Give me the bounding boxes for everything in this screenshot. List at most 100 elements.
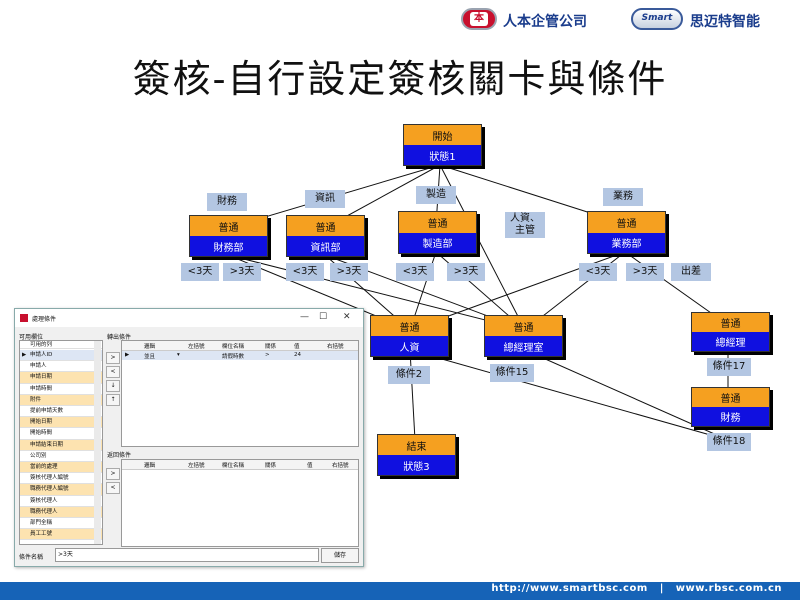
field-list-item[interactable]: 申請日期 — [20, 372, 102, 384]
node-hr[interactable]: 普通 人資 — [370, 315, 449, 357]
row-field-name[interactable]: 請假時數 — [222, 354, 245, 360]
row-relation[interactable]: > — [265, 352, 270, 358]
node-gm-office[interactable]: 普通 總經理室 — [484, 315, 563, 357]
field-list-item[interactable]: ▶申請人ID — [20, 350, 102, 362]
edge-label-condition-17[interactable]: 條件17 — [707, 358, 751, 376]
footer-urls[interactable]: http://www.smartbsc.com | www.rbsc.com.c… — [491, 583, 782, 594]
move-down-button[interactable]: ↓ — [106, 380, 120, 392]
col-logic: 邏輯 — [144, 344, 156, 350]
node-finance-top: 普通 — [190, 216, 267, 236]
edge-label-it[interactable]: 資訊 — [305, 190, 345, 208]
edge-label-finance-lt3[interactable]: <3天 — [181, 263, 219, 281]
edge-label-condition-18[interactable]: 條件18 — [707, 433, 751, 451]
node-it-top: 普通 — [287, 216, 364, 236]
node-gm-office-bottom: 總經理室 — [485, 336, 562, 356]
field-list-item[interactable]: 員工工號 — [20, 529, 102, 541]
move-up-button[interactable]: ↑ — [106, 394, 120, 406]
save-button[interactable]: 儲存 — [321, 548, 359, 563]
node-start-top: 開始 — [404, 125, 481, 145]
row-value[interactable]: 24 — [294, 352, 301, 358]
field-list-item[interactable]: 附件 — [20, 394, 102, 406]
condition-name-label: 條件名稱 — [19, 554, 44, 561]
field-list-item[interactable]: 開始時間 — [20, 428, 102, 440]
edge-label-finance-gt3[interactable]: >3天 — [223, 263, 261, 281]
row-pointer-icon: ▶ — [125, 352, 130, 358]
field-list-item[interactable]: 職務代理人 — [20, 506, 102, 518]
return-col-logic: 邏輯 — [144, 463, 156, 469]
node-start[interactable]: 開始 狀態1 — [403, 124, 482, 166]
footer-bar: http://www.smartbsc.com | www.rbsc.com.c… — [0, 582, 800, 600]
move-right-button[interactable]: > — [106, 352, 120, 364]
col-left-paren: 左括號 — [188, 344, 205, 350]
col-right-paren: 右括號 — [327, 344, 344, 350]
node-finance-final[interactable]: 普通 財務 — [691, 387, 770, 427]
row-logic-select[interactable]: 並且 — [144, 354, 156, 360]
field-list-item[interactable]: 提前申請天數 — [20, 406, 102, 418]
return-move-right-button[interactable]: > — [106, 468, 120, 480]
output-grid-header: 邏輯 左括號 欄位名稱 關係 值 右括號 — [122, 341, 358, 351]
return-move-left-button[interactable]: < — [106, 482, 120, 494]
row-logic-dropdown-icon[interactable]: ▾ — [177, 352, 180, 358]
edge-label-business-trip[interactable]: 出差 — [671, 263, 711, 281]
field-list-item[interactable]: 申請結束日期 — [20, 439, 102, 451]
edge-label-finance[interactable]: 財務 — [207, 193, 247, 211]
selected-row-pointer-icon: ▶ — [22, 352, 27, 358]
window-titlebar[interactable]: 處理條件 — ☐ ✕ — [15, 309, 363, 327]
field-list-item[interactable]: 部門全稱 — [20, 518, 102, 530]
edge-label-condition-2[interactable]: 條件2 — [388, 366, 430, 384]
return-conditions-grid[interactable]: 邏輯 左括號 欄位名稱 關係 值 右括號 — [121, 459, 359, 547]
field-list-item[interactable]: 當前的處理 — [20, 462, 102, 474]
node-finance-dept[interactable]: 普通 財務部 — [189, 215, 268, 257]
edge-label-hr-manager[interactable]: 人資、 主管 — [505, 212, 545, 238]
node-sales-dept[interactable]: 普通 業務部 — [587, 211, 666, 254]
edge-label-mfg[interactable]: 製造 — [416, 186, 456, 204]
condition-name-input[interactable]: >3天 — [55, 548, 319, 562]
field-list-item[interactable]: 申請人 — [20, 361, 102, 373]
return-col-right-paren: 右括號 — [332, 463, 349, 469]
node-gm[interactable]: 普通 總經理 — [691, 312, 770, 352]
field-list-item[interactable]: 簽核代理人 — [20, 496, 102, 507]
field-list-item[interactable]: 申請時間 — [20, 384, 102, 395]
edge-label-sales[interactable]: 業務 — [603, 188, 643, 206]
output-row[interactable]: ▶ 並且 ▾ 請假時數 > 24 — [122, 351, 358, 360]
return-grid-header: 邏輯 左括號 欄位名稱 關係 值 右括號 — [122, 460, 358, 470]
col-value: 值 — [294, 344, 300, 350]
move-left-button[interactable]: < — [106, 366, 120, 378]
node-finance2-top: 普通 — [692, 388, 769, 407]
field-list-item[interactable]: 簽核代理人編號 — [20, 473, 102, 485]
node-end-bottom: 狀態3 — [378, 455, 455, 475]
node-sales-bottom: 業務部 — [588, 232, 665, 253]
edge-label-hr-manager-text: 人資、 主管 — [510, 213, 540, 236]
edge-label-it-lt3[interactable]: <3天 — [286, 263, 324, 281]
window-title: 處理條件 — [32, 316, 57, 323]
col-field-name: 欄位名稱 — [222, 344, 245, 350]
close-button[interactable]: ✕ — [343, 312, 351, 322]
field-list-item[interactable]: 公司別 — [20, 451, 102, 462]
edge-label-mfg-lt3[interactable]: <3天 — [396, 263, 434, 281]
edge-label-mfg-gt3[interactable]: >3天 — [447, 263, 485, 281]
edge-label-condition-15[interactable]: 條件15 — [490, 364, 534, 382]
maximize-button[interactable]: ☐ — [319, 312, 328, 322]
edge-label-it-gt3[interactable]: >3天 — [330, 263, 368, 281]
edge-label-sales-gt3[interactable]: >3天 — [626, 263, 664, 281]
field-list-item[interactable]: 職務代理人編號 — [20, 484, 102, 496]
node-mfg-dept[interactable]: 普通 製造部 — [398, 211, 477, 254]
node-end[interactable]: 結束 狀態3 — [377, 434, 456, 476]
output-conditions-label: 轉出條件 — [107, 334, 132, 341]
col-relation: 關係 — [265, 344, 277, 350]
node-it-bottom: 資訊部 — [287, 236, 364, 256]
node-start-bottom: 狀態1 — [404, 145, 481, 165]
output-conditions-grid[interactable]: 邏輯 左括號 欄位名稱 關係 值 右括號 ▶ 並且 ▾ 請假時數 > 24 — [121, 340, 359, 447]
node-end-top: 結束 — [378, 435, 455, 455]
node-it-dept[interactable]: 普通 資訊部 — [286, 215, 365, 257]
edge-label-sales-lt3[interactable]: <3天 — [579, 263, 617, 281]
minimize-button[interactable]: — — [300, 312, 309, 322]
node-gm-top: 普通 — [692, 313, 769, 332]
return-col-left-paren: 左括號 — [188, 463, 205, 469]
node-finance2-bottom: 財務 — [692, 407, 769, 426]
field-list-item[interactable]: 開始日期 — [20, 417, 102, 429]
company2-logo: Smart — [631, 8, 683, 30]
fields-scrollbar[interactable] — [94, 341, 101, 544]
